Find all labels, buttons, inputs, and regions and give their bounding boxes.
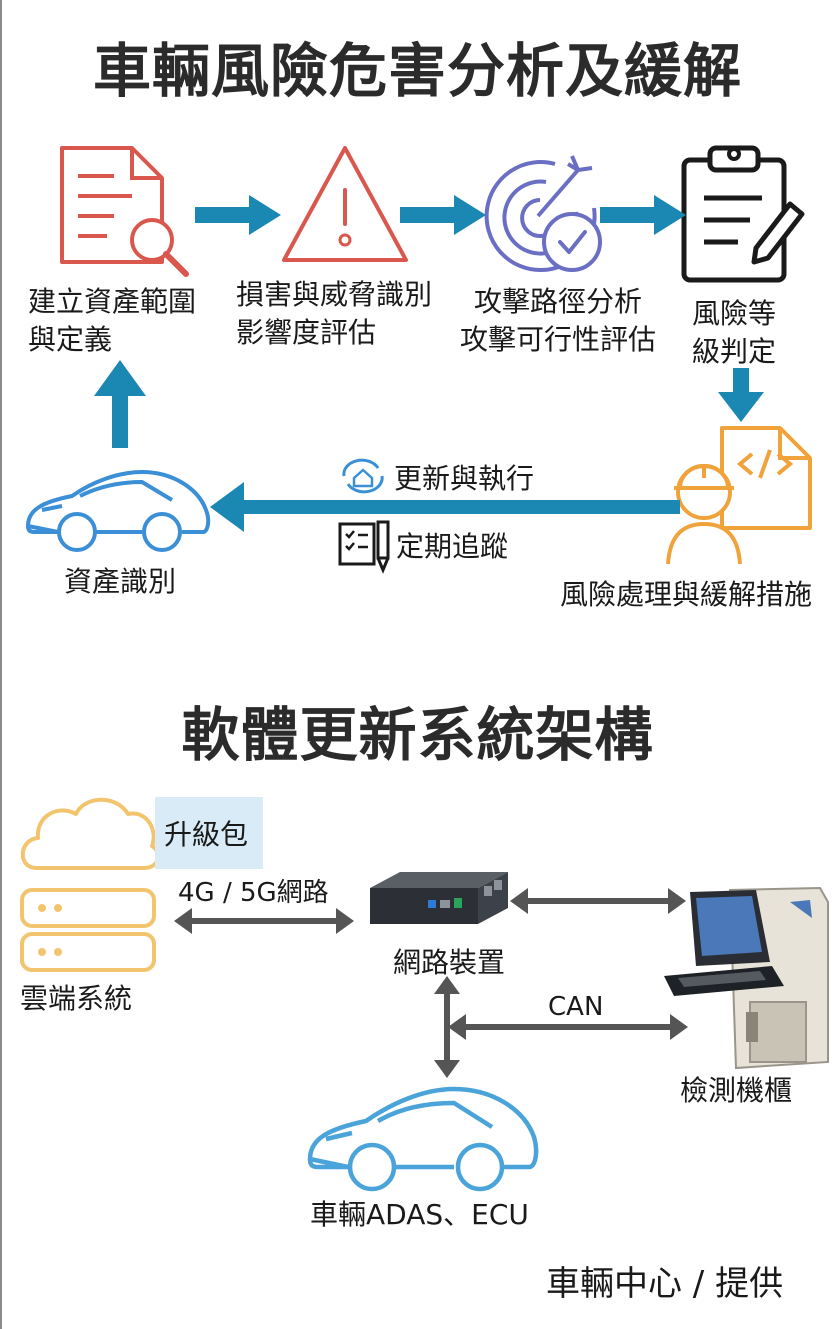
step3-label-line2: 攻擊可行性評估 [460, 323, 657, 356]
warning-triangle-icon [282, 146, 408, 262]
flow-arrow-down [718, 368, 764, 422]
step4-label-line1: 風險等 [692, 297, 777, 330]
left-border [0, 0, 2, 1329]
step4-label-line2: 級判定 [692, 335, 777, 368]
cloud-system-label: 雲端系統 [20, 982, 133, 1015]
update-refresh-icon [342, 458, 384, 494]
target-check-icon [484, 155, 602, 272]
track-label: 定期追蹤 [396, 530, 509, 563]
update-label: 更新與執行 [394, 462, 535, 495]
can-label: CAN [548, 992, 604, 1022]
mitigation-label: 風險處理與緩解措施 [560, 578, 813, 611]
step3-label-line1: 攻擊路徑分析 [474, 285, 643, 318]
cloud-server-icon [20, 797, 161, 972]
can-vertical-arrow [434, 976, 460, 1078]
engineer-code-icon [666, 426, 812, 565]
upgrade-package-box [155, 797, 263, 869]
flow-arrow-1 [195, 195, 281, 235]
device-cabinet-arrow [510, 888, 686, 914]
asset-label: 資產識別 [64, 565, 177, 598]
network-device-label: 網路裝置 [393, 946, 506, 979]
network-device-icon [370, 872, 508, 924]
flow-arrow-2 [400, 195, 486, 235]
flow-arrow-up [94, 360, 146, 448]
test-cabinet-icon [664, 886, 829, 1070]
credit: 車輛中心 / 提供 [546, 1264, 784, 1304]
document-search-icon [60, 146, 189, 277]
step1-label-line1: 建立資產範圍 [28, 285, 197, 318]
step2-label-line2: 影響度評估 [236, 316, 377, 349]
car-icon [26, 470, 211, 552]
network-arrow [174, 908, 354, 934]
network-label: 4G / 5G網路 [178, 878, 329, 908]
step2-label-line1: 損害與威脅識別 [236, 278, 433, 311]
flow-arrow-3 [600, 195, 686, 235]
vehicle-car-icon [307, 1086, 539, 1192]
section-title-ota: 軟體更新系統架構 [181, 701, 654, 769]
can-horizontal-arrow [448, 1014, 688, 1040]
step1-label-line2: 與定義 [28, 323, 113, 356]
clipboard-pen-icon [681, 145, 805, 283]
vehicle-label: 車輛ADAS、ECU [310, 1198, 529, 1231]
section-title-risk: 車輛風險危害分析及緩解 [92, 37, 742, 105]
test-cabinet-label: 檢測機櫃 [680, 1074, 793, 1107]
checklist-pen-icon [338, 520, 390, 574]
upgrade-package-label: 升級包 [164, 818, 249, 851]
flow-arrow-left [210, 482, 680, 532]
